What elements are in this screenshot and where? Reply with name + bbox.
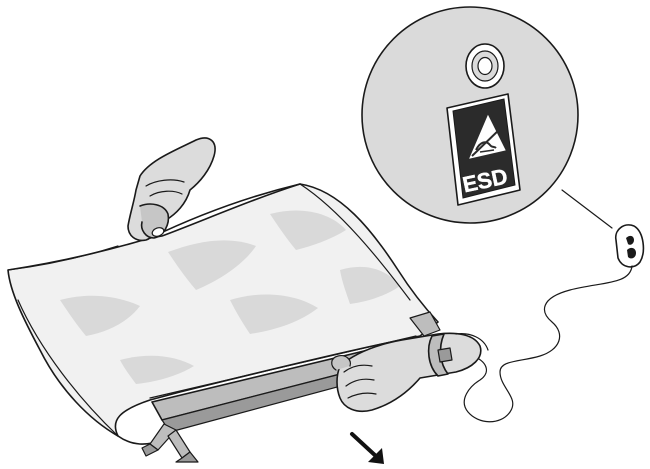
zoom-callout: ESD xyxy=(362,7,578,223)
callout-leader xyxy=(562,190,612,228)
wrist-strap-snap xyxy=(616,225,644,267)
ground-snap-icon xyxy=(466,44,504,88)
pull-direction-arrow xyxy=(352,434,384,464)
esd-symbol: ESD xyxy=(447,94,520,205)
grounding-cord xyxy=(464,266,632,422)
ejector-lever xyxy=(142,424,198,462)
